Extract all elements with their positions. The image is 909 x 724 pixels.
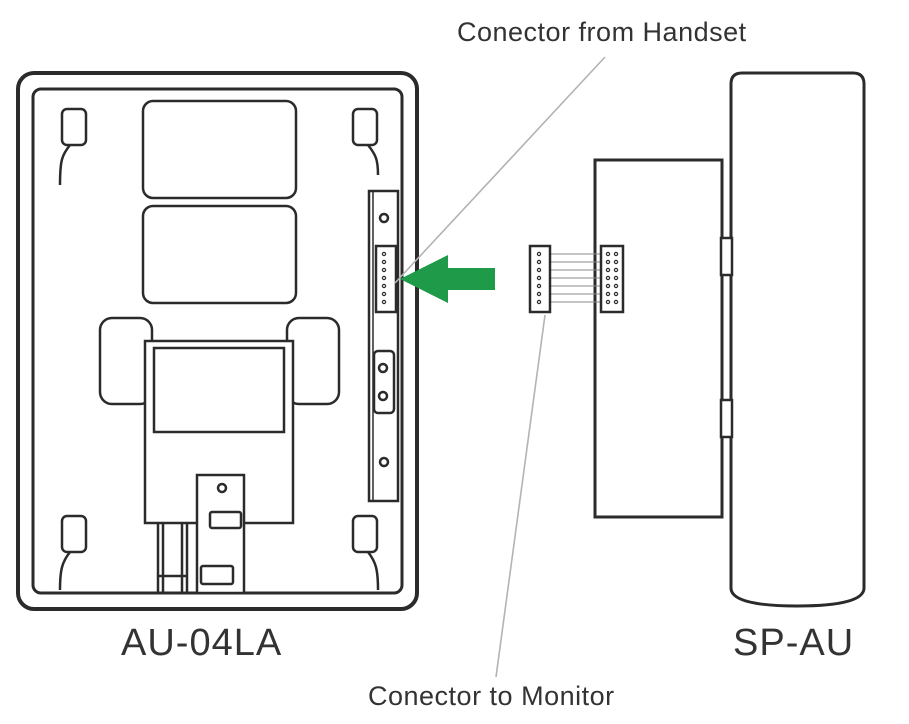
upper-panel-1 — [141, 99, 298, 200]
handset-connector-label: Conector from Handset — [457, 17, 747, 47]
mount-hook-bottom-left — [58, 514, 88, 591]
monitor-outer-frame — [16, 71, 419, 611]
mount-hook-bottom-right — [351, 514, 380, 591]
cable-assembly — [528, 244, 625, 314]
hinge-upper — [719, 236, 734, 277]
mount-hook-top-left — [58, 107, 88, 186]
monitor-unit-label: AU-04LA — [121, 622, 283, 664]
side-pad-right — [285, 316, 341, 406]
bottom-bracket — [195, 473, 246, 595]
leader-line-handset — [394, 56, 606, 284]
cable-connector-left — [528, 244, 552, 314]
side-connector-strip — [367, 189, 400, 503]
hinge-lower — [719, 398, 734, 439]
speaker-body — [593, 158, 724, 519]
monitor-connector-label: Conector to Monitor — [368, 681, 615, 711]
arrow-left-icon — [400, 255, 495, 303]
monitor-unit-au04la — [16, 71, 419, 611]
leader-line-monitor — [495, 314, 546, 678]
speaker-unit-spau — [593, 71, 866, 608]
speaker-unit-label: SP-AU — [733, 622, 855, 664]
mount-hook-top-right — [351, 107, 380, 176]
speaker-housing — [729, 71, 866, 608]
cable-connector-right — [599, 244, 625, 314]
upper-panel-2 — [141, 204, 298, 305]
